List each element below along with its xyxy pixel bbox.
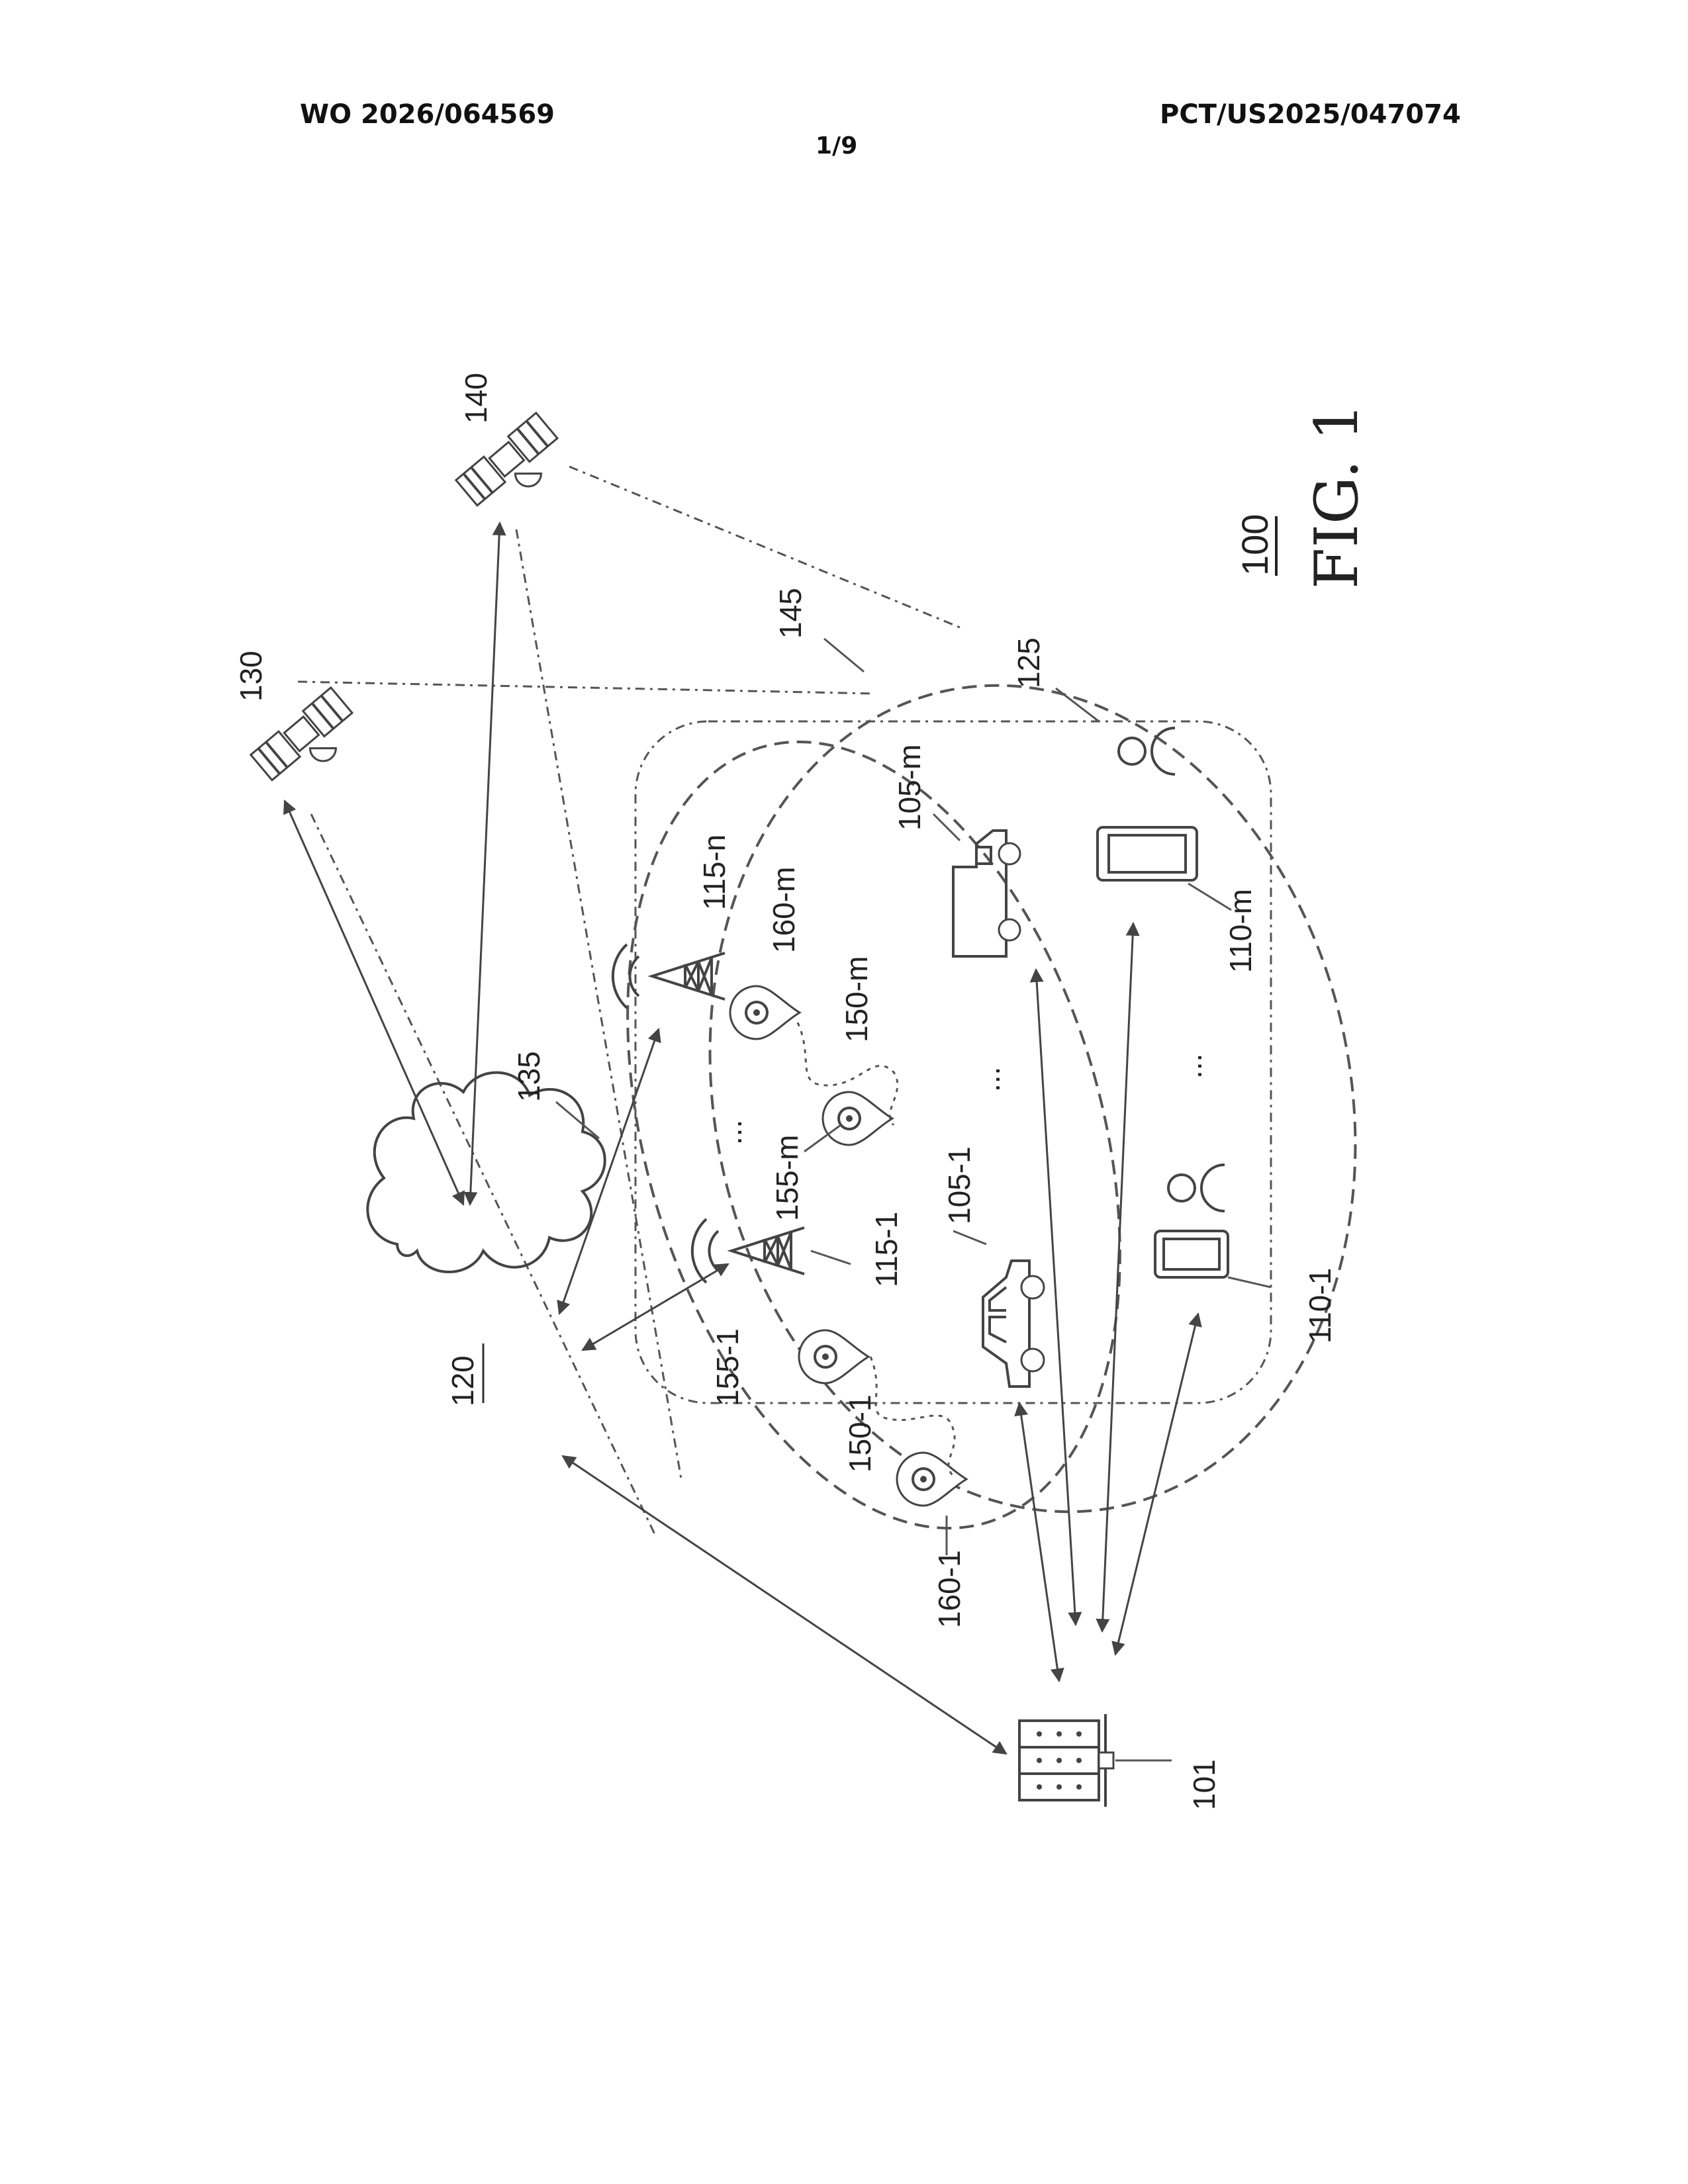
label-125: 125	[1011, 637, 1046, 688]
link-vehicle105m-server	[1036, 970, 1076, 1625]
label-135: 135	[512, 1051, 546, 1102]
beam-140-line	[569, 467, 960, 627]
location-pin-1551-icon	[799, 1330, 868, 1383]
leader-105m	[933, 814, 960, 841]
cell-tower-115n-icon	[613, 944, 725, 1008]
label-ellipsis-pins: ...	[714, 1120, 748, 1145]
label-145: 145	[773, 588, 808, 639]
label-ellipsis-vehicles: ...	[972, 1067, 1006, 1092]
label-140: 140	[459, 373, 493, 424]
label-101: 101	[1187, 1759, 1221, 1810]
label-150m: 150-m	[839, 956, 874, 1042]
vehicle-1051-icon	[983, 1261, 1044, 1387]
label-110m: 110-m	[1223, 889, 1258, 973]
label-1101: 110-1	[1303, 1268, 1337, 1343]
device-110m-screen	[1109, 835, 1186, 872]
link-tower1151-network	[583, 1264, 728, 1350]
satellite-130-icon	[251, 688, 366, 796]
satellite-140-icon	[456, 413, 571, 522]
user-1-icon	[1168, 1165, 1225, 1211]
location-pin-1601-icon	[897, 1453, 966, 1506]
link-satellite140-network	[470, 523, 500, 1205]
label-115n: 115-n	[697, 835, 731, 910]
leader-1051	[953, 1231, 986, 1244]
label-1551: 155-1	[710, 1328, 745, 1406]
beam-130-line	[298, 682, 874, 694]
leader-145	[824, 639, 864, 672]
user-m-icon	[1119, 728, 1175, 774]
server-101-icon	[1019, 1714, 1113, 1807]
system-ref-100: 100	[1234, 514, 1276, 576]
figure-caption: FIG. 1	[1302, 403, 1372, 589]
label-1501: 150-1	[843, 1394, 877, 1473]
leader-125	[1056, 688, 1099, 721]
network-cloud-120	[367, 1073, 604, 1272]
label-120: 120	[445, 1355, 480, 1406]
coverage-145-outline	[635, 625, 1430, 1572]
label-130: 130	[234, 651, 268, 702]
link-vehicle1051-server	[1019, 1403, 1059, 1681]
label-155m: 155-m	[770, 1135, 804, 1221]
leader-1151	[811, 1251, 851, 1264]
vehicle-105m-icon	[953, 831, 1020, 956]
leader-1101	[1228, 1277, 1271, 1287]
link-device110m-server	[1102, 923, 1133, 1631]
location-pin-160m-icon	[730, 986, 800, 1039]
link-satellite130-network	[285, 801, 463, 1205]
label-1151: 115-1	[869, 1212, 904, 1287]
label-1601: 160-1	[932, 1550, 966, 1628]
label-1051: 105-1	[942, 1146, 976, 1224]
location-pin-155m-icon	[823, 1092, 892, 1145]
label-160m: 160-m	[767, 867, 801, 953]
link-tower115n-network	[559, 1029, 659, 1314]
label-105m: 105-m	[892, 745, 927, 831]
label-ellipsis-devices: ...	[1174, 1054, 1208, 1079]
link-device1101-server	[1115, 1314, 1198, 1655]
device-1101-screen	[1164, 1239, 1219, 1269]
leader-135	[556, 1102, 599, 1138]
